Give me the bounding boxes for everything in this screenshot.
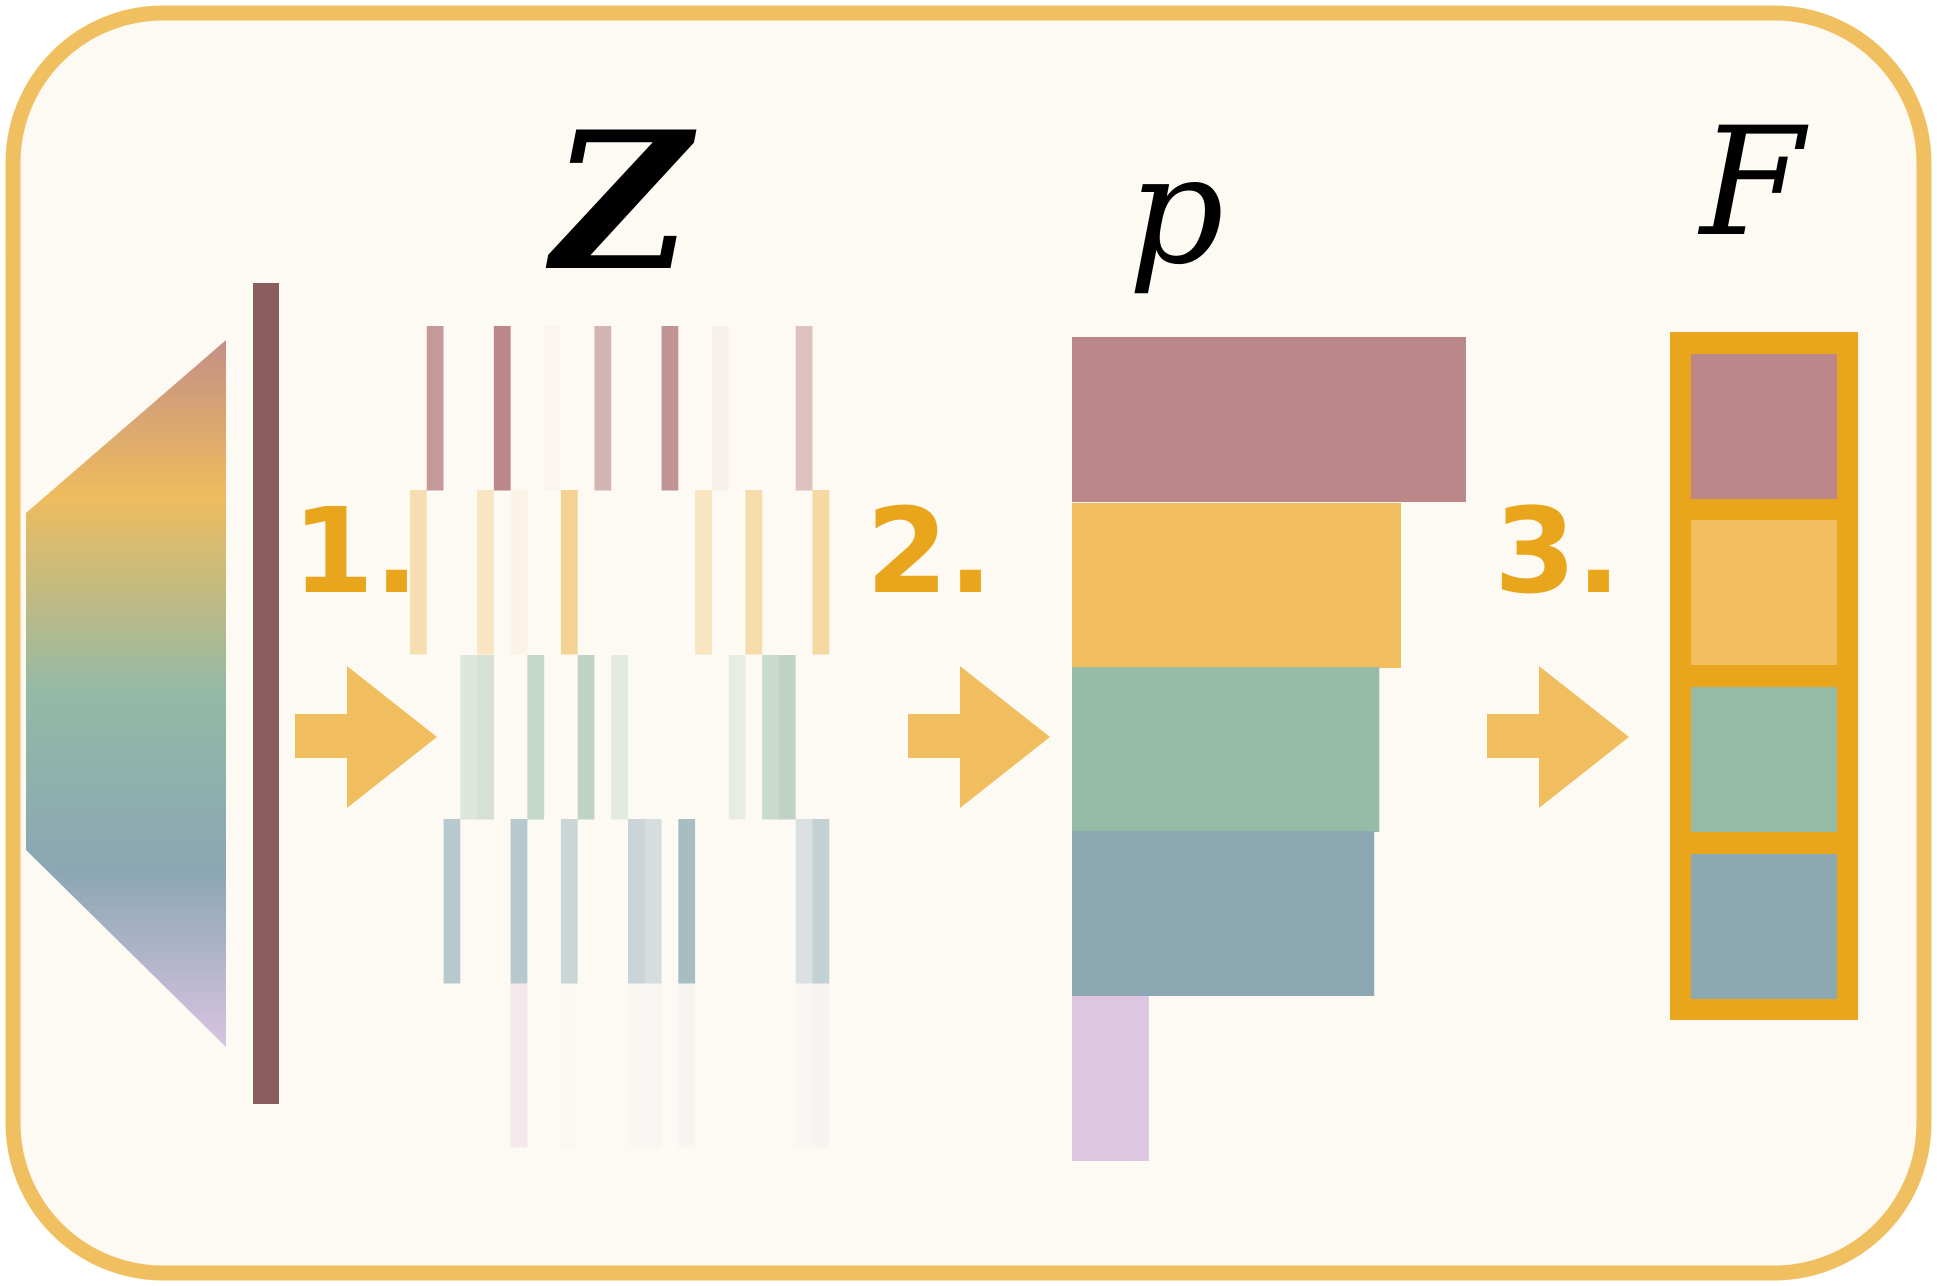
z-cell (762, 655, 779, 820)
z-cell (628, 819, 645, 984)
z-cell (745, 490, 763, 655)
f-cell (1691, 354, 1837, 499)
f-vector (1670, 332, 1858, 1020)
step-1-label: 1. (292, 482, 419, 620)
z-cell (426, 326, 444, 491)
z-cell (812, 490, 830, 655)
z-cell (795, 326, 813, 491)
z-cell (477, 490, 494, 655)
arrow-right-icon (295, 666, 437, 808)
arrow-right-icon (1487, 666, 1629, 808)
z-cell (611, 655, 629, 820)
z-cell (644, 983, 662, 1148)
z-cell (795, 983, 813, 1148)
z-cell (460, 655, 478, 820)
z-cell (628, 983, 645, 1148)
p-bar (1072, 337, 1466, 502)
z-matrix (410, 326, 830, 1148)
z-cell (594, 326, 612, 491)
z-cell (560, 490, 578, 655)
z-cell (560, 819, 578, 984)
encoder-output-bar (253, 283, 279, 1104)
p-bars (1072, 337, 1466, 1161)
p-bar (1072, 996, 1149, 1161)
z-cell (493, 326, 511, 491)
z-cell (443, 819, 461, 984)
arrow-right-icon (908, 666, 1050, 808)
z-cell (678, 983, 696, 1148)
encoder-funnel (26, 340, 226, 1047)
p-bar (1072, 503, 1401, 668)
step-3-label: 3. (1494, 482, 1621, 620)
f-cell (1691, 687, 1837, 832)
f-cell (1691, 520, 1837, 665)
z-cell (560, 983, 578, 1148)
label-f: F (1697, 96, 1809, 270)
step-2-label: 2. (866, 482, 993, 620)
z-cell (510, 490, 528, 655)
z-cell (577, 655, 595, 820)
z-cell (778, 655, 796, 820)
p-bar (1072, 667, 1380, 832)
label-p: p (1128, 124, 1224, 298)
p-bar (1072, 831, 1375, 996)
z-cell (711, 326, 729, 491)
frame (5, 5, 1932, 1281)
z-cell (795, 819, 813, 984)
z-cell (644, 819, 662, 984)
label-z: Z (545, 90, 697, 313)
z-cell (661, 326, 679, 491)
z-cell (410, 490, 427, 655)
z-cell (678, 819, 696, 984)
z-cell (728, 655, 746, 820)
z-cell (477, 655, 494, 820)
z-cell (544, 326, 561, 491)
z-cell (812, 983, 830, 1148)
z-cell (510, 819, 528, 984)
f-cell (1691, 854, 1837, 999)
z-cell (527, 655, 545, 820)
z-cell (812, 819, 830, 984)
z-cell (510, 983, 528, 1148)
z-cell (695, 490, 712, 655)
